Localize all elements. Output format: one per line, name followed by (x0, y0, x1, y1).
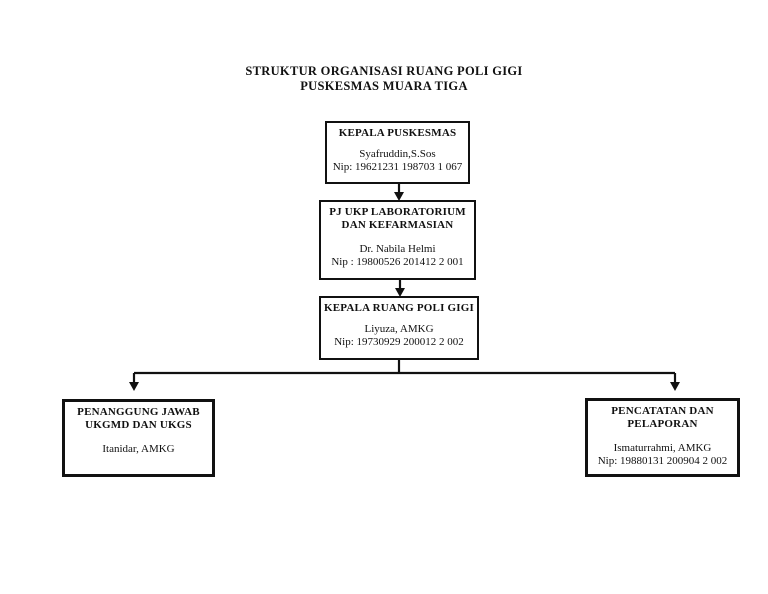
node-pj-ukp-title-line2: DAN KEFARMASIAN (341, 219, 454, 231)
arrow-to-pencatatan (670, 373, 680, 391)
arrow-kepala-puskesmas-to-pj-ukp (394, 184, 404, 201)
node-kepala-puskesmas-title: KEPALA PUSKESMAS (338, 127, 457, 139)
node-pj-ukp-name: Dr. Nabila Helmi (359, 243, 436, 255)
node-kepala-puskesmas-name: Syafruddin,S.Sos (359, 148, 436, 160)
node-kepala-ruang-poli-gigi: KEPALA RUANG POLI GIGI Liyuza, AMKG Nip:… (319, 296, 479, 360)
node-pencatatan-title-line2: PELAPORAN (627, 418, 698, 430)
node-kepala-ruang-nip: Nip: 19730929 200012 2 002 (334, 336, 464, 348)
branch-connector (134, 360, 675, 375)
node-pencatatan: PENCATATAN DAN PELAPORAN Ismaturrahmi, A… (585, 398, 740, 477)
node-kepala-ruang-title: KEPALA RUANG POLI GIGI (324, 302, 474, 314)
node-ukgmd-title-line1: PENANGGUNG JAWAB (77, 406, 200, 418)
node-pencatatan-name: Ismaturrahmi, AMKG (613, 442, 712, 454)
node-pencatatan-nip: Nip: 19880131 200904 2 002 (597, 455, 728, 467)
arrow-pj-ukp-to-kepala-ruang (395, 280, 405, 297)
node-ukgmd-name: Itanidar, AMKG (102, 443, 175, 455)
node-pencatatan-body: Ismaturrahmi, AMKG Nip: 19880131 200904 … (588, 442, 737, 468)
node-ukgmd-body: Itanidar, AMKG (65, 443, 212, 456)
node-pj-ukp-title: PJ UKP LABORATORIUM DAN KEFARMASIAN (321, 206, 474, 232)
node-ukgmd-title-line2: UKGMD DAN UKGS (85, 419, 192, 431)
node-ukgmd-title: PENANGGUNG JAWAB UKGMD DAN UKGS (65, 406, 212, 432)
node-kepala-puskesmas: KEPALA PUSKESMAS Syafruddin,S.Sos Nip: 1… (325, 121, 470, 184)
page-title: STRUKTUR ORGANISASI RUANG POLI GIGI PUSK… (0, 64, 768, 94)
node-pencatatan-title-line1: PENCATATAN DAN (611, 405, 714, 417)
page-title-line2: PUSKESMAS MUARA TIGA (300, 79, 468, 93)
node-pencatatan-title: PENCATATAN DAN PELAPORAN (588, 405, 737, 431)
page-title-line1: STRUKTUR ORGANISASI RUANG POLI GIGI (245, 64, 523, 78)
arrow-to-ukgmd (129, 373, 139, 391)
node-pj-ukp-body: Dr. Nabila Helmi Nip : 19800526 201412 2… (321, 243, 474, 269)
node-ukgmd: PENANGGUNG JAWAB UKGMD DAN UKGS Itanidar… (62, 399, 215, 477)
node-kepala-puskesmas-nip: Nip: 19621231 198703 1 067 (332, 161, 463, 173)
node-kepala-ruang-name: Liyuza, AMKG (364, 323, 434, 335)
node-pj-ukp: PJ UKP LABORATORIUM DAN KEFARMASIAN Dr. … (319, 200, 476, 280)
node-pj-ukp-title-line1: PJ UKP LABORATORIUM (329, 206, 466, 218)
node-pj-ukp-nip: Nip : 19800526 201412 2 001 (331, 256, 464, 268)
node-kepala-ruang-body: Liyuza, AMKG Nip: 19730929 200012 2 002 (321, 323, 477, 349)
node-kepala-puskesmas-body: Syafruddin,S.Sos Nip: 19621231 198703 1 … (327, 148, 468, 174)
